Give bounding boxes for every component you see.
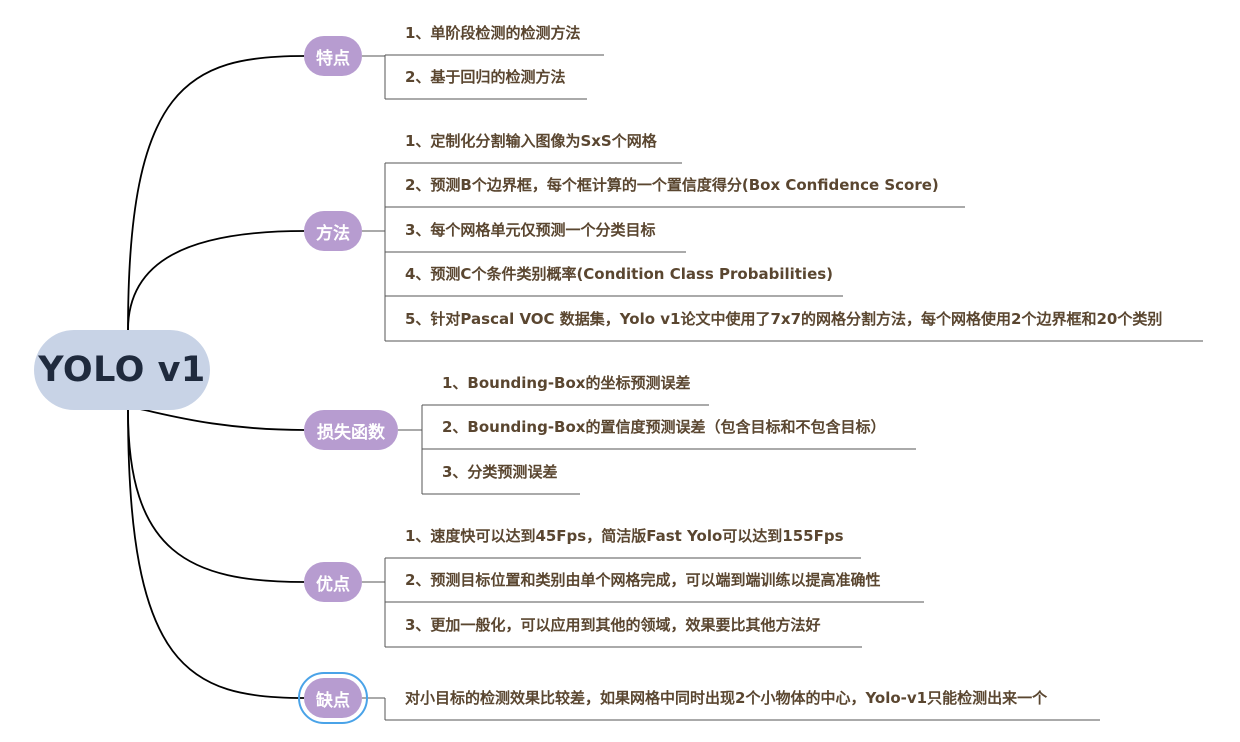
leaf-item[interactable]: 3、分类预测误差: [442, 463, 558, 481]
branch-connector: [127, 55, 305, 331]
leaf-item[interactable]: 1、单阶段检测的检测方法: [405, 24, 581, 42]
branch-node[interactable]: 损失函数: [304, 410, 398, 450]
branch-node[interactable]: 特点: [304, 36, 362, 76]
branch-connector: [127, 409, 305, 583]
branch-connector: [127, 409, 305, 699]
branch-node[interactable]: 方法: [304, 211, 362, 251]
branch-connector: [127, 230, 305, 331]
leaf-item[interactable]: 2、预测目标位置和类别由单个网格完成，可以端到端训练以提高准确性: [405, 571, 881, 589]
leaf-item[interactable]: 4、预测C个条件类别概率(Condition Class Probabiliti…: [405, 265, 834, 283]
leaf-item[interactable]: 2、基于回归的检测方法: [405, 68, 566, 86]
branch-connector: [127, 407, 305, 431]
leaf-item[interactable]: 5、针对Pascal VOC 数据集，Yolo v1论文中使用了7x7的网格分割…: [405, 310, 1163, 328]
root-node[interactable]: YOLO v1: [34, 330, 210, 410]
leaf-item[interactable]: 2、Bounding-Box的置信度预测误差（包含目标和不包含目标）: [442, 418, 886, 436]
leaf-item[interactable]: 1、Bounding-Box的坐标预测误差: [442, 374, 691, 392]
leaf-item[interactable]: 对小目标的检测效果比较差，如果网格中同时出现2个小物体的中心，Yolo-v1只能…: [405, 689, 1048, 707]
branch-node[interactable]: 缺点: [298, 672, 368, 724]
leaf-item[interactable]: 2、预测B个边界框，每个框计算的一个置信度得分(Box Confidence S…: [405, 176, 939, 194]
branch-node[interactable]: 优点: [304, 562, 362, 602]
leaf-item[interactable]: 3、每个网格单元仅预测一个分类目标: [405, 221, 656, 239]
leaf-item[interactable]: 1、定制化分割输入图像为SxS个网格: [405, 132, 657, 150]
leaf-item[interactable]: 1、速度快可以达到45Fps，简洁版Fast Yolo可以达到155Fps: [405, 527, 844, 545]
leaf-item[interactable]: 3、更加一般化，可以应用到其他的领域，效果要比其他方法好: [405, 616, 821, 634]
